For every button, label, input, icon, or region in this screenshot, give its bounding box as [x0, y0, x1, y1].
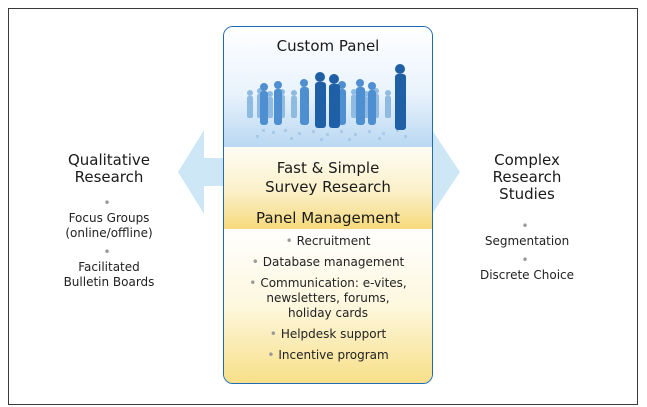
business-people-crowd-image	[247, 64, 407, 141]
list-item: •Helpdesk support	[224, 327, 432, 342]
bullet-dot-icon: •	[267, 348, 275, 362]
panel-management-title: Panel Management	[255, 209, 401, 227]
arrows-layer	[178, 130, 460, 214]
complex-title-line-3: Studies	[499, 185, 555, 203]
right-arrow-shape	[418, 130, 460, 214]
center-panel: Custom Panel	[223, 26, 433, 384]
qualitative-title-line-2: Research	[74, 168, 144, 186]
list-item-text: Focus Groups	[68, 211, 150, 225]
list-item-text: Helpdesk support	[280, 327, 387, 341]
fast-simple-box	[224, 147, 432, 230]
bullet-dot-icon: •	[269, 327, 277, 341]
qualitative-title-line-1: Qualitative	[67, 151, 151, 169]
list-item-text: Bulletin Boards	[63, 275, 155, 289]
list-item: •Recruitment	[224, 234, 432, 249]
list-item: •Facilitated Bulletin Boards	[44, 245, 174, 290]
list-item: •Incentive program	[224, 348, 432, 363]
bullet-dot-icon: •	[103, 196, 111, 210]
list-item-text: Database management	[262, 255, 405, 269]
qualitative-research-title: Qualitative Research	[44, 152, 174, 186]
complex-title-line-1: Complex	[494, 151, 560, 169]
list-item-text: holiday cards	[287, 306, 369, 320]
panel-management-box	[224, 229, 432, 383]
complex-research-title: Complex Research Studies	[462, 152, 592, 203]
list-item-text: Discrete Choice	[479, 268, 575, 282]
list-item-text: Incentive program	[278, 348, 389, 362]
list-item-text: Facilitated	[78, 260, 140, 274]
list-item-text: Communication: e-vites,	[260, 276, 407, 290]
list-item-text: Segmentation	[484, 234, 570, 248]
complex-title-line-2: Research	[492, 168, 562, 186]
bullet-dot-icon: •	[249, 276, 257, 290]
left-arrow-shape	[178, 130, 224, 214]
fast-simple-title-line-1: Fast & Simple	[276, 159, 380, 177]
fast-simple-title: Fast & Simple Survey Research	[224, 159, 432, 197]
list-item-text: Recruitment	[296, 234, 371, 248]
custom-panel-title: Custom Panel	[276, 37, 380, 55]
list-item: •Segmentation	[462, 219, 592, 249]
bullet-dot-icon: •	[521, 253, 529, 267]
list-item: •Communication: e-vites, newsletters, fo…	[224, 276, 432, 321]
list-item: •Database management	[224, 255, 432, 270]
fast-simple-title-line-2: Survey Research	[265, 178, 391, 196]
complex-research-list: •Segmentation •Discrete Choice	[462, 219, 592, 287]
bullet-dot-icon: •	[103, 245, 111, 259]
panel-management-list: •Recruitment •Database management •Commu…	[224, 234, 432, 369]
list-item: •Focus Groups (online/offline)	[44, 196, 174, 241]
list-item-text: (online/offline)	[65, 226, 153, 240]
list-item: •Discrete Choice	[462, 253, 592, 283]
bullet-dot-icon: •	[251, 255, 259, 269]
qualitative-research-list: •Focus Groups (online/offline) •Facilita…	[44, 196, 174, 294]
bullet-dot-icon: •	[521, 219, 529, 233]
list-item-text: newsletters, forums,	[266, 291, 390, 305]
bullet-dot-icon: •	[285, 234, 293, 248]
